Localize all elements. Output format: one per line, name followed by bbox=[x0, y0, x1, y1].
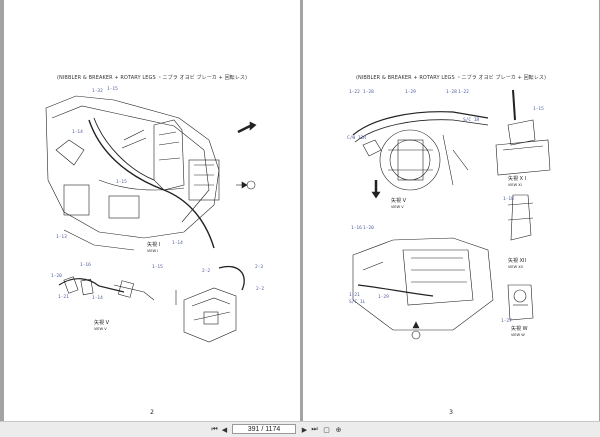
part-label: 1-18 bbox=[503, 196, 514, 202]
view-label: 矢視 V bbox=[391, 197, 407, 204]
part-label: 1-13 bbox=[56, 234, 67, 240]
last-page-icon[interactable]: ⏭ bbox=[311, 425, 318, 433]
part-label: 1-27 bbox=[501, 318, 512, 324]
part-label: 1-32 bbox=[92, 88, 103, 94]
view-label: VIEW W bbox=[511, 333, 525, 337]
part-label: 1-29 bbox=[405, 89, 416, 95]
document-viewport[interactable]: (NIBBLER & BREAKER + ROTARY LEGS ・ニブラ オヨ… bbox=[0, 0, 600, 421]
part-label: S/C 1L bbox=[349, 299, 366, 305]
document-page-right: (NIBBLER & BREAKER + ROTARY LEGS ・ニブラ オヨ… bbox=[303, 0, 599, 421]
page-number-input[interactable]: 391 / 1174 bbox=[232, 424, 296, 434]
view-label: 矢視 W bbox=[511, 325, 528, 332]
part-label: 1-20 bbox=[51, 273, 62, 279]
part-label: 1-14 bbox=[172, 240, 183, 246]
part-label: 1-21 bbox=[349, 292, 360, 298]
first-page-icon[interactable]: ⏮ bbox=[211, 425, 218, 433]
part-label: 2-3 bbox=[255, 264, 263, 270]
page-number: 3 bbox=[449, 409, 453, 416]
part-label: 1-16 bbox=[80, 262, 91, 268]
view-label: VIEW V bbox=[94, 327, 107, 331]
zoom-icon[interactable]: ⊕ bbox=[335, 425, 342, 434]
part-label: S/C 1R bbox=[463, 117, 480, 123]
prev-page-icon[interactable]: ◀ bbox=[221, 425, 228, 434]
next-page-icon[interactable]: ▶ bbox=[301, 425, 308, 434]
part-label: 1-14 bbox=[92, 295, 103, 301]
part-label: 1-16 bbox=[351, 225, 362, 231]
view-label: VIEW XI bbox=[508, 183, 522, 187]
part-label: 2-2 bbox=[202, 268, 210, 274]
view-label: VIEW XII bbox=[508, 265, 523, 269]
part-label: 1-22 bbox=[458, 89, 469, 95]
page-number: 2 bbox=[150, 409, 154, 416]
view-label: VIEW I bbox=[147, 249, 158, 253]
view-label: 矢視 X I bbox=[508, 175, 526, 182]
part-label: 1-15 bbox=[107, 86, 118, 92]
page-title: (NIBBLER & BREAKER + ROTARY LEGS ・ニブラ オヨ… bbox=[355, 75, 547, 81]
part-label: 2-2 bbox=[256, 286, 264, 292]
fit-page-icon[interactable]: ▢ bbox=[323, 425, 330, 434]
view-label: 矢視 V bbox=[94, 319, 110, 326]
pdf-toolbar: ⏮ ◀ 391 / 1174 ▶ ⏭ ▢ ⊕ bbox=[0, 421, 600, 437]
part-label: 1-15 bbox=[533, 106, 544, 112]
view-label: 矢視 I bbox=[147, 241, 160, 248]
document-page-left: (NIBBLER & BREAKER + ROTARY LEGS ・ニブラ オヨ… bbox=[4, 0, 300, 421]
part-label: 1-29 bbox=[378, 294, 389, 300]
part-label: 1-28 bbox=[446, 89, 457, 95]
part-label: 1-28 bbox=[363, 89, 374, 95]
part-label: 1-15 bbox=[116, 179, 127, 185]
technical-drawing: 1-22 1-28 1-29 1-28 1-22 1-15 S/C 1R C/W… bbox=[347, 89, 551, 340]
technical-drawing: 1-32 1-15 1-14 1-13 1-14 1-15 1-20 1-16 … bbox=[45, 86, 264, 343]
part-label: 1-22 bbox=[349, 89, 360, 95]
part-label: 1-20 bbox=[363, 225, 374, 231]
part-label: 1-15 bbox=[152, 264, 163, 270]
part-label: C/W 12R bbox=[347, 135, 366, 141]
view-label: 矢視 XII bbox=[508, 257, 526, 264]
page-title: (NIBBLER & BREAKER + ROTARY LEGS ・ニブラ オヨ… bbox=[56, 75, 248, 81]
part-label: 1-21 bbox=[58, 294, 69, 300]
view-label: VIEW V bbox=[391, 205, 404, 209]
part-label: 1-14 bbox=[72, 129, 83, 135]
